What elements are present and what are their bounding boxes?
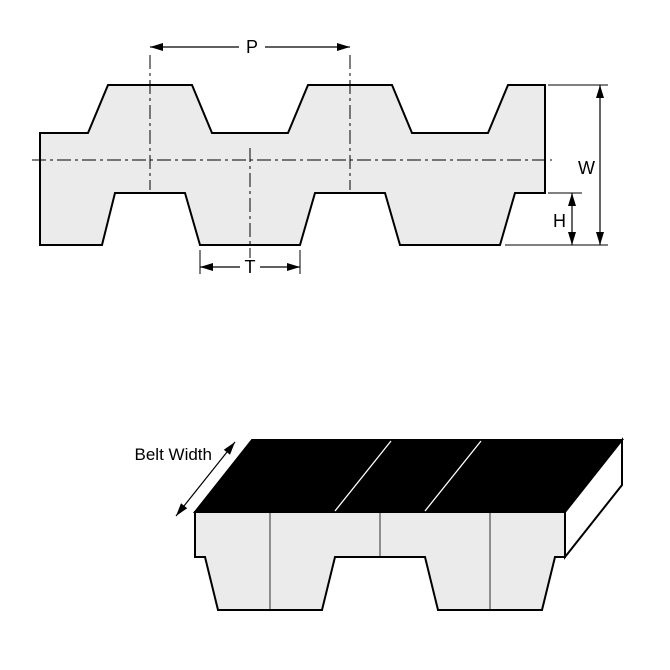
width-arrow-top [596, 85, 604, 98]
pitch-label: P [246, 37, 258, 57]
belt-3d-view: Belt Width [135, 437, 625, 611]
tooth-label: T [245, 257, 256, 277]
pitch-arrow-left [150, 43, 163, 51]
height-dimension: H [548, 192, 582, 245]
width-label: W [578, 158, 595, 178]
tooth-dimension: T [199, 250, 301, 277]
belt-width-arrow-bottom [176, 503, 188, 516]
belt-cross-section-view: P W H [32, 37, 608, 277]
top-face-tooth-line-1 [334, 440, 392, 512]
belt-3d-end-face [564, 437, 623, 560]
height-label: H [553, 211, 566, 231]
top-face-tooth-line-2 [424, 440, 482, 512]
belt-width-label: Belt Width [135, 445, 212, 464]
tooth-label-backdrop [240, 258, 260, 276]
belt-width-arrow-line [175, 441, 236, 517]
belt-cross-section-profile [39, 84, 546, 246]
width-arrow-bottom [596, 232, 604, 245]
height-arrow-bottom [568, 232, 576, 245]
belt-width-arrow-top [223, 442, 235, 455]
pitch-arrow-right [337, 43, 350, 51]
tooth-arrow-left [200, 263, 213, 271]
width-dimension: W [505, 84, 608, 246]
pitch-dimension: P [150, 37, 350, 57]
height-arrow-top [568, 193, 576, 206]
belt-width-dimension: Belt Width [135, 441, 236, 517]
tooth-arrow-right [287, 263, 300, 271]
pitch-label-backdrop [239, 37, 265, 56]
belt-3d-top-face [192, 439, 625, 513]
